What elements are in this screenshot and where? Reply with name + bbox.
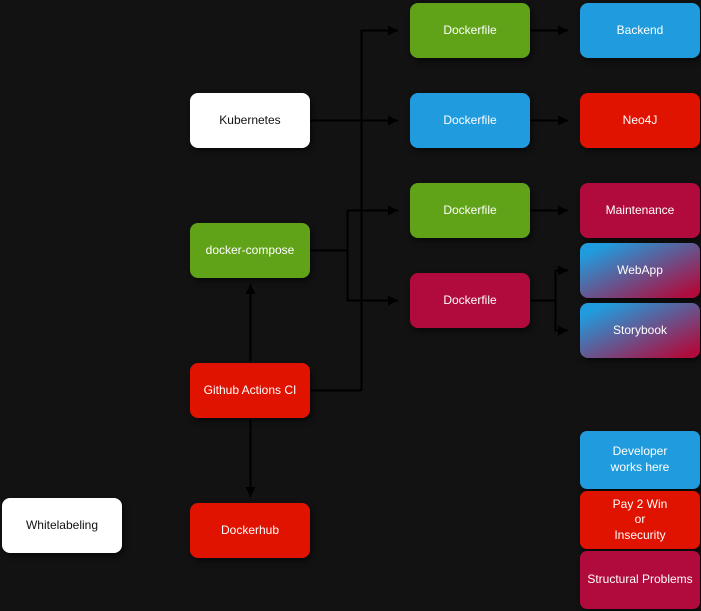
node-maintenance: Maintenance (580, 183, 700, 238)
node-dockerfile-maintenance: Dockerfile (410, 183, 530, 238)
node-dockerfile-neo4j: Dockerfile (410, 93, 530, 148)
node-dockerfile-webapp: Dockerfile (410, 273, 530, 328)
node-kubernetes: Kubernetes (190, 93, 310, 148)
node-storybook: Storybook (580, 303, 700, 358)
legend-pay-2-win-or-insecurity: Pay 2 Win or Insecurity (580, 491, 700, 549)
legend-structural-problems: Structural Problems (580, 551, 700, 609)
node-dockerhub: Dockerhub (190, 503, 310, 558)
node-backend: Backend (580, 3, 700, 58)
node-neo4j: Neo4J (580, 93, 700, 148)
node-docker-compose: docker-compose (190, 223, 310, 278)
node-dockerfile-backend: Dockerfile (410, 3, 530, 58)
legend-developer-works-here: Developer works here (580, 431, 700, 489)
node-github-actions-ci: Github Actions CI (190, 363, 310, 418)
node-whitelabeling: Whitelabeling (2, 498, 122, 553)
node-webapp: WebApp (580, 243, 700, 298)
